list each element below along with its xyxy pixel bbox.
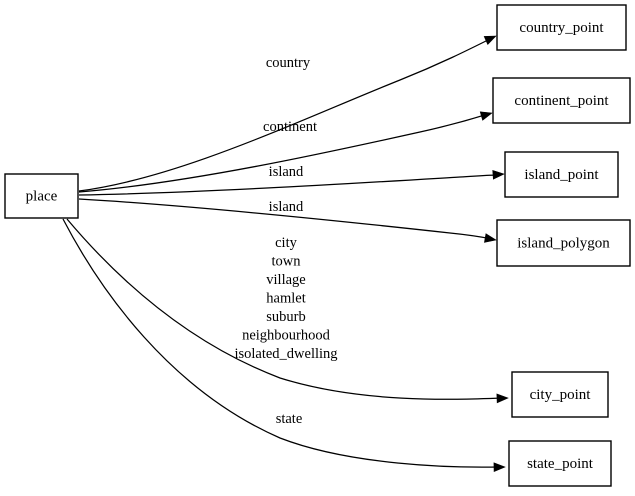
node-box[interactable] [496, 4, 627, 51]
edge-label-line: state [276, 411, 303, 427]
edge-line [78, 113, 489, 193]
edge-line [78, 174, 501, 196]
edge-label-continent_point: continent [263, 119, 317, 135]
arrowhead-icon [496, 393, 509, 404]
node-city_point[interactable]: city_point [511, 371, 609, 418]
arrowhead-icon [493, 462, 506, 473]
edge-line [66, 218, 504, 400]
arrowhead-icon [492, 169, 505, 180]
node-box[interactable] [511, 371, 609, 418]
node-country_point[interactable]: country_point [496, 4, 627, 51]
edge-label-line: island [269, 199, 304, 215]
arrowhead-icon [479, 111, 493, 121]
node-box[interactable] [4, 173, 79, 219]
node-label: island_point [524, 167, 599, 183]
edge-line [78, 37, 493, 192]
edge-label-line: town [272, 254, 302, 270]
edge-label-state_point: state [276, 411, 303, 427]
edge-label-island_point: island [269, 164, 304, 180]
edges-layer [62, 35, 509, 473]
node-box[interactable] [492, 77, 631, 124]
edge-place-to-continent_point [78, 111, 493, 193]
edge-label-line: suburb [266, 309, 305, 325]
node-state_point[interactable]: state_point [508, 440, 612, 487]
edge-line [62, 218, 501, 468]
node-box[interactable] [496, 219, 631, 267]
node-island_polygon[interactable]: island_polygon [496, 219, 631, 267]
node-box[interactable] [504, 151, 619, 198]
edge-label-city_point: city town village hamlet suburb neighbourhood… [234, 235, 337, 362]
edge-label-line: island [269, 164, 304, 180]
nodes-layer: place country_point continent_point island_… [4, 4, 631, 487]
edge-place-to-city_point [66, 218, 509, 404]
node-label: state_point [527, 456, 594, 472]
edge-label-line: isolated_dwelling [234, 346, 337, 362]
node-label: country_point [519, 20, 604, 36]
edge-place-to-island_point [78, 169, 505, 196]
edge-label-island_polygon: island [269, 199, 304, 215]
arrowhead-icon [484, 233, 497, 243]
node-label: place [26, 188, 58, 204]
arrowhead-icon [483, 35, 497, 46]
edge-label-line: city [275, 235, 297, 251]
edge-label-line: continent [263, 119, 317, 135]
edge-label-line: hamlet [266, 291, 305, 307]
edge-label-country_point: country [266, 55, 311, 71]
edge-place-to-island_polygon [78, 198, 497, 243]
node-label: city_point [530, 387, 592, 403]
node-box[interactable] [508, 440, 612, 487]
node-continent_point[interactable]: continent_point [492, 77, 631, 124]
edge-label-line: country [266, 55, 311, 71]
edge-label-line: neighbourhood [242, 328, 331, 344]
node-place[interactable]: place [4, 173, 79, 219]
node-label: continent_point [514, 93, 609, 109]
edge-place-to-state_point [62, 218, 506, 473]
edge-labels-layer: country continent island island city town vill… [234, 55, 337, 427]
edge-line [78, 198, 493, 240]
edge-label-line: village [266, 272, 305, 288]
edge-place-to-country_point [78, 35, 497, 192]
node-island_point[interactable]: island_point [504, 151, 619, 198]
node-label: island_polygon [517, 235, 610, 251]
